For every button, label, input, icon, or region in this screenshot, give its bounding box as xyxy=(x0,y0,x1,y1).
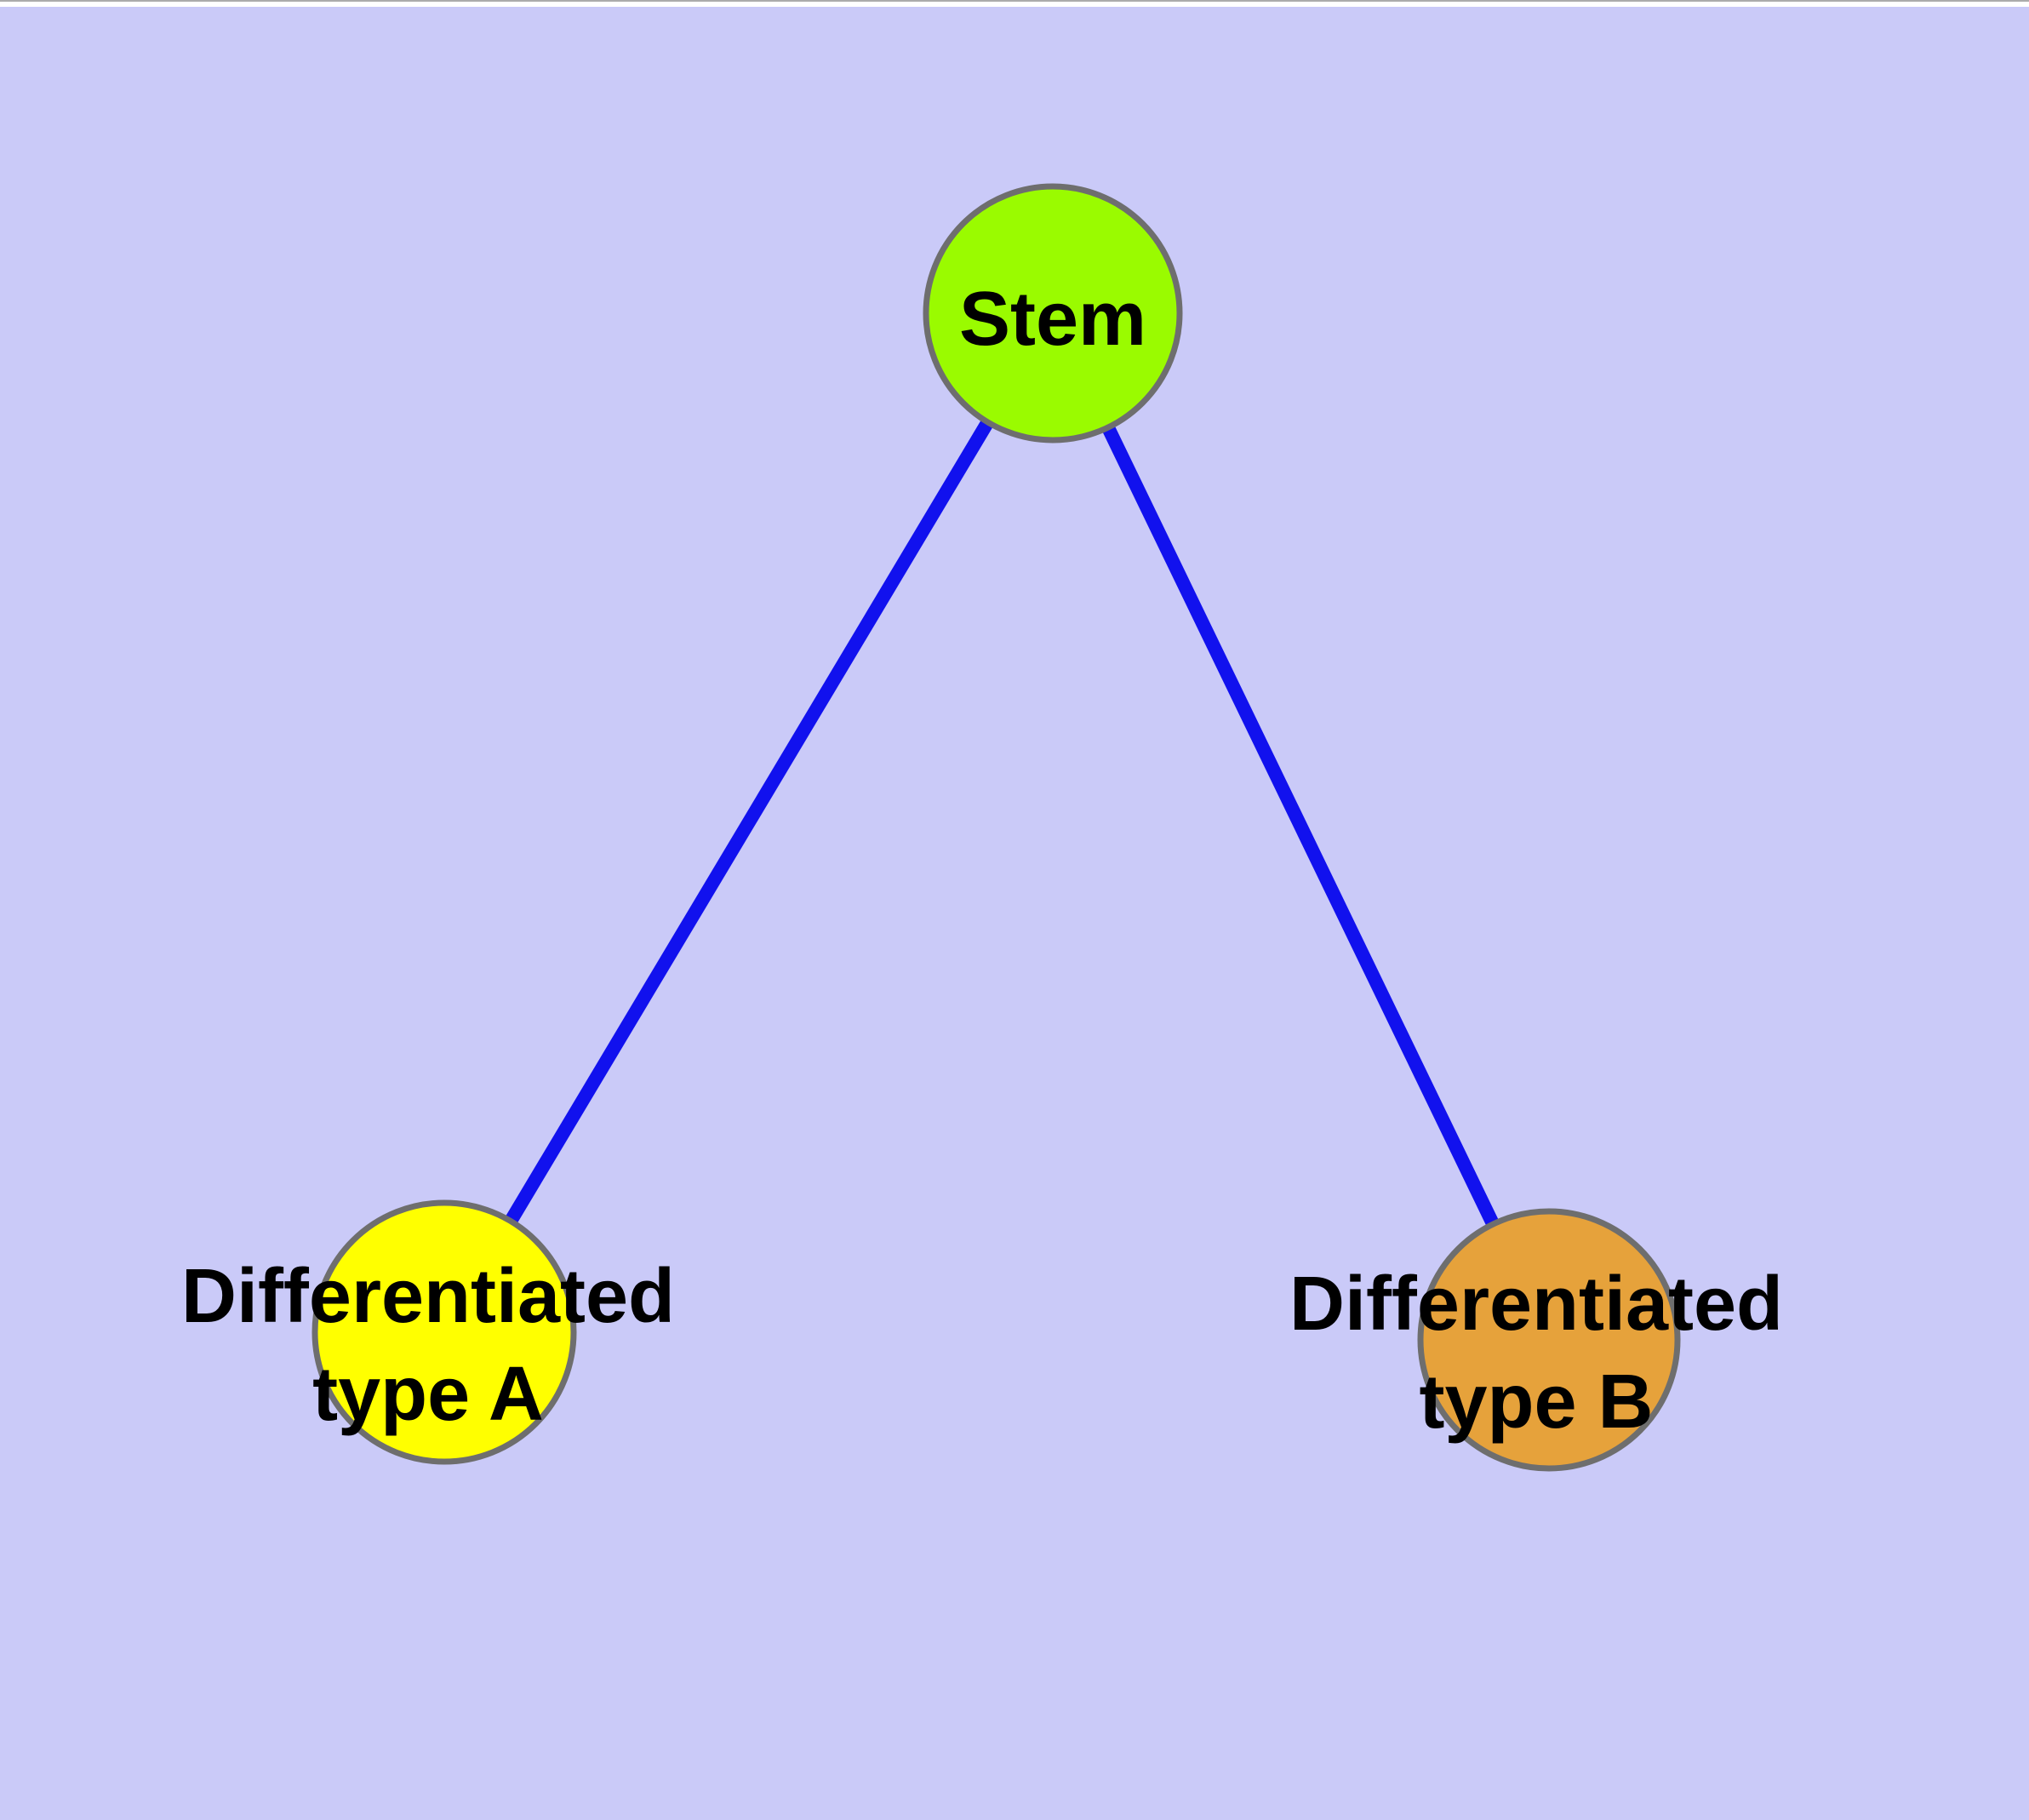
window-top-strip-border xyxy=(0,0,2029,2)
window-top-strip xyxy=(0,2,2029,7)
edge-stem-to-type-b xyxy=(1046,310,1556,1343)
node-stem xyxy=(923,183,1183,444)
node-type-a-label-line2: type A xyxy=(312,1352,544,1437)
node-stem-label: Stem xyxy=(959,277,1146,362)
node-differentiated-type-b xyxy=(1417,1208,1681,1472)
node-type-b-label-line2: type B xyxy=(1419,1359,1653,1445)
node-type-b-label-line1: Differentiated xyxy=(1289,1262,1783,1347)
edge-stem-to-type-a xyxy=(438,309,1059,1336)
node-differentiated-type-a xyxy=(311,1199,577,1465)
node-type-a-label-line1: Differentiated xyxy=(181,1254,675,1339)
